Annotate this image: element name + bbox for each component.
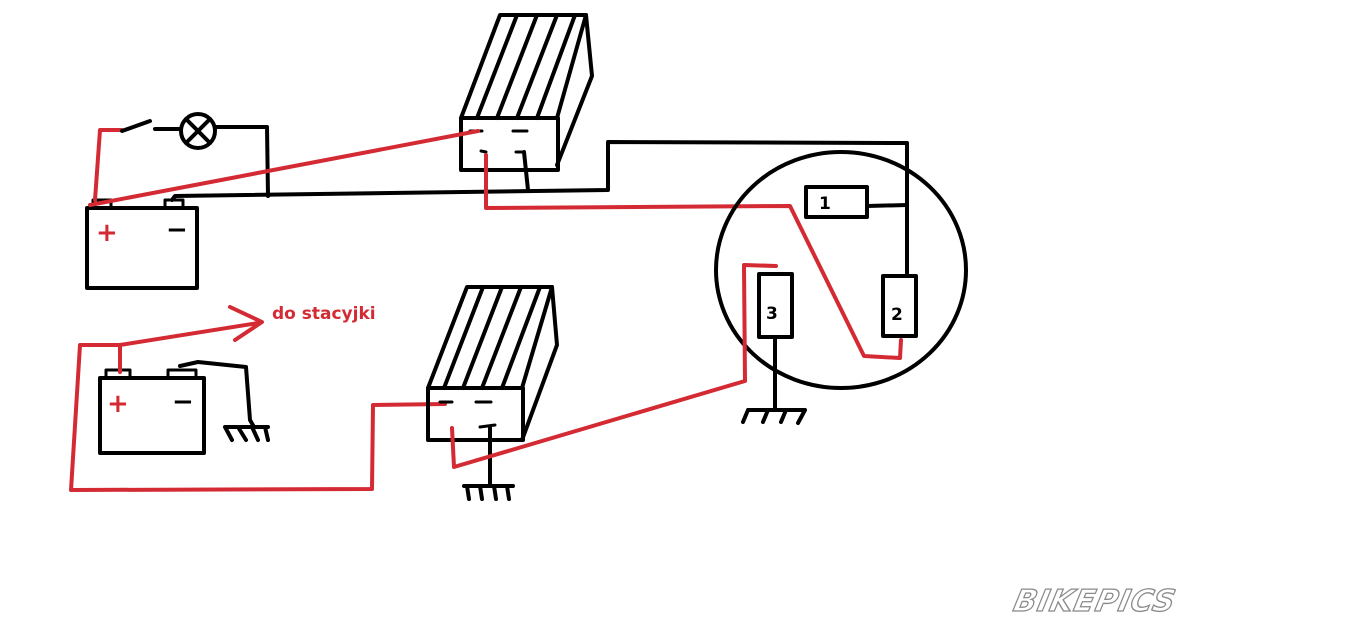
arrow-icon xyxy=(228,305,264,342)
plus-label: + xyxy=(96,218,118,248)
minus-label: − xyxy=(166,215,188,245)
battery-bottom: + − xyxy=(98,360,270,455)
sensor-housing: 1 2 3 xyxy=(714,150,968,425)
minus-label-bottom: − xyxy=(172,387,194,417)
red-feed-wire xyxy=(88,129,480,207)
red-arrow-line xyxy=(118,321,260,347)
coil-top xyxy=(459,13,594,172)
coil-bottom xyxy=(426,285,559,501)
switch-icon xyxy=(120,119,152,133)
ground-icon-battery xyxy=(223,425,270,442)
black-bus-wire xyxy=(170,140,909,280)
ground-icon-3 xyxy=(741,336,807,425)
lamp-icon xyxy=(179,112,217,150)
terminal-2-label: 2 xyxy=(891,305,903,325)
coil-top-minus-wire xyxy=(522,150,530,192)
terminal-1-label: 1 xyxy=(819,194,831,214)
terminal-1-box xyxy=(804,185,869,219)
battery-top: + − xyxy=(85,198,199,290)
terminal-3-label: 3 xyxy=(766,304,778,324)
red-coil-wire xyxy=(450,263,778,469)
terminal-2-box xyxy=(881,274,918,338)
watermark-logo: BIKEPICS xyxy=(1010,584,1179,619)
note-ignition: do stacyjki xyxy=(272,304,376,324)
plus-label-bottom: + xyxy=(107,389,129,419)
red-circuit-wire xyxy=(484,153,903,360)
